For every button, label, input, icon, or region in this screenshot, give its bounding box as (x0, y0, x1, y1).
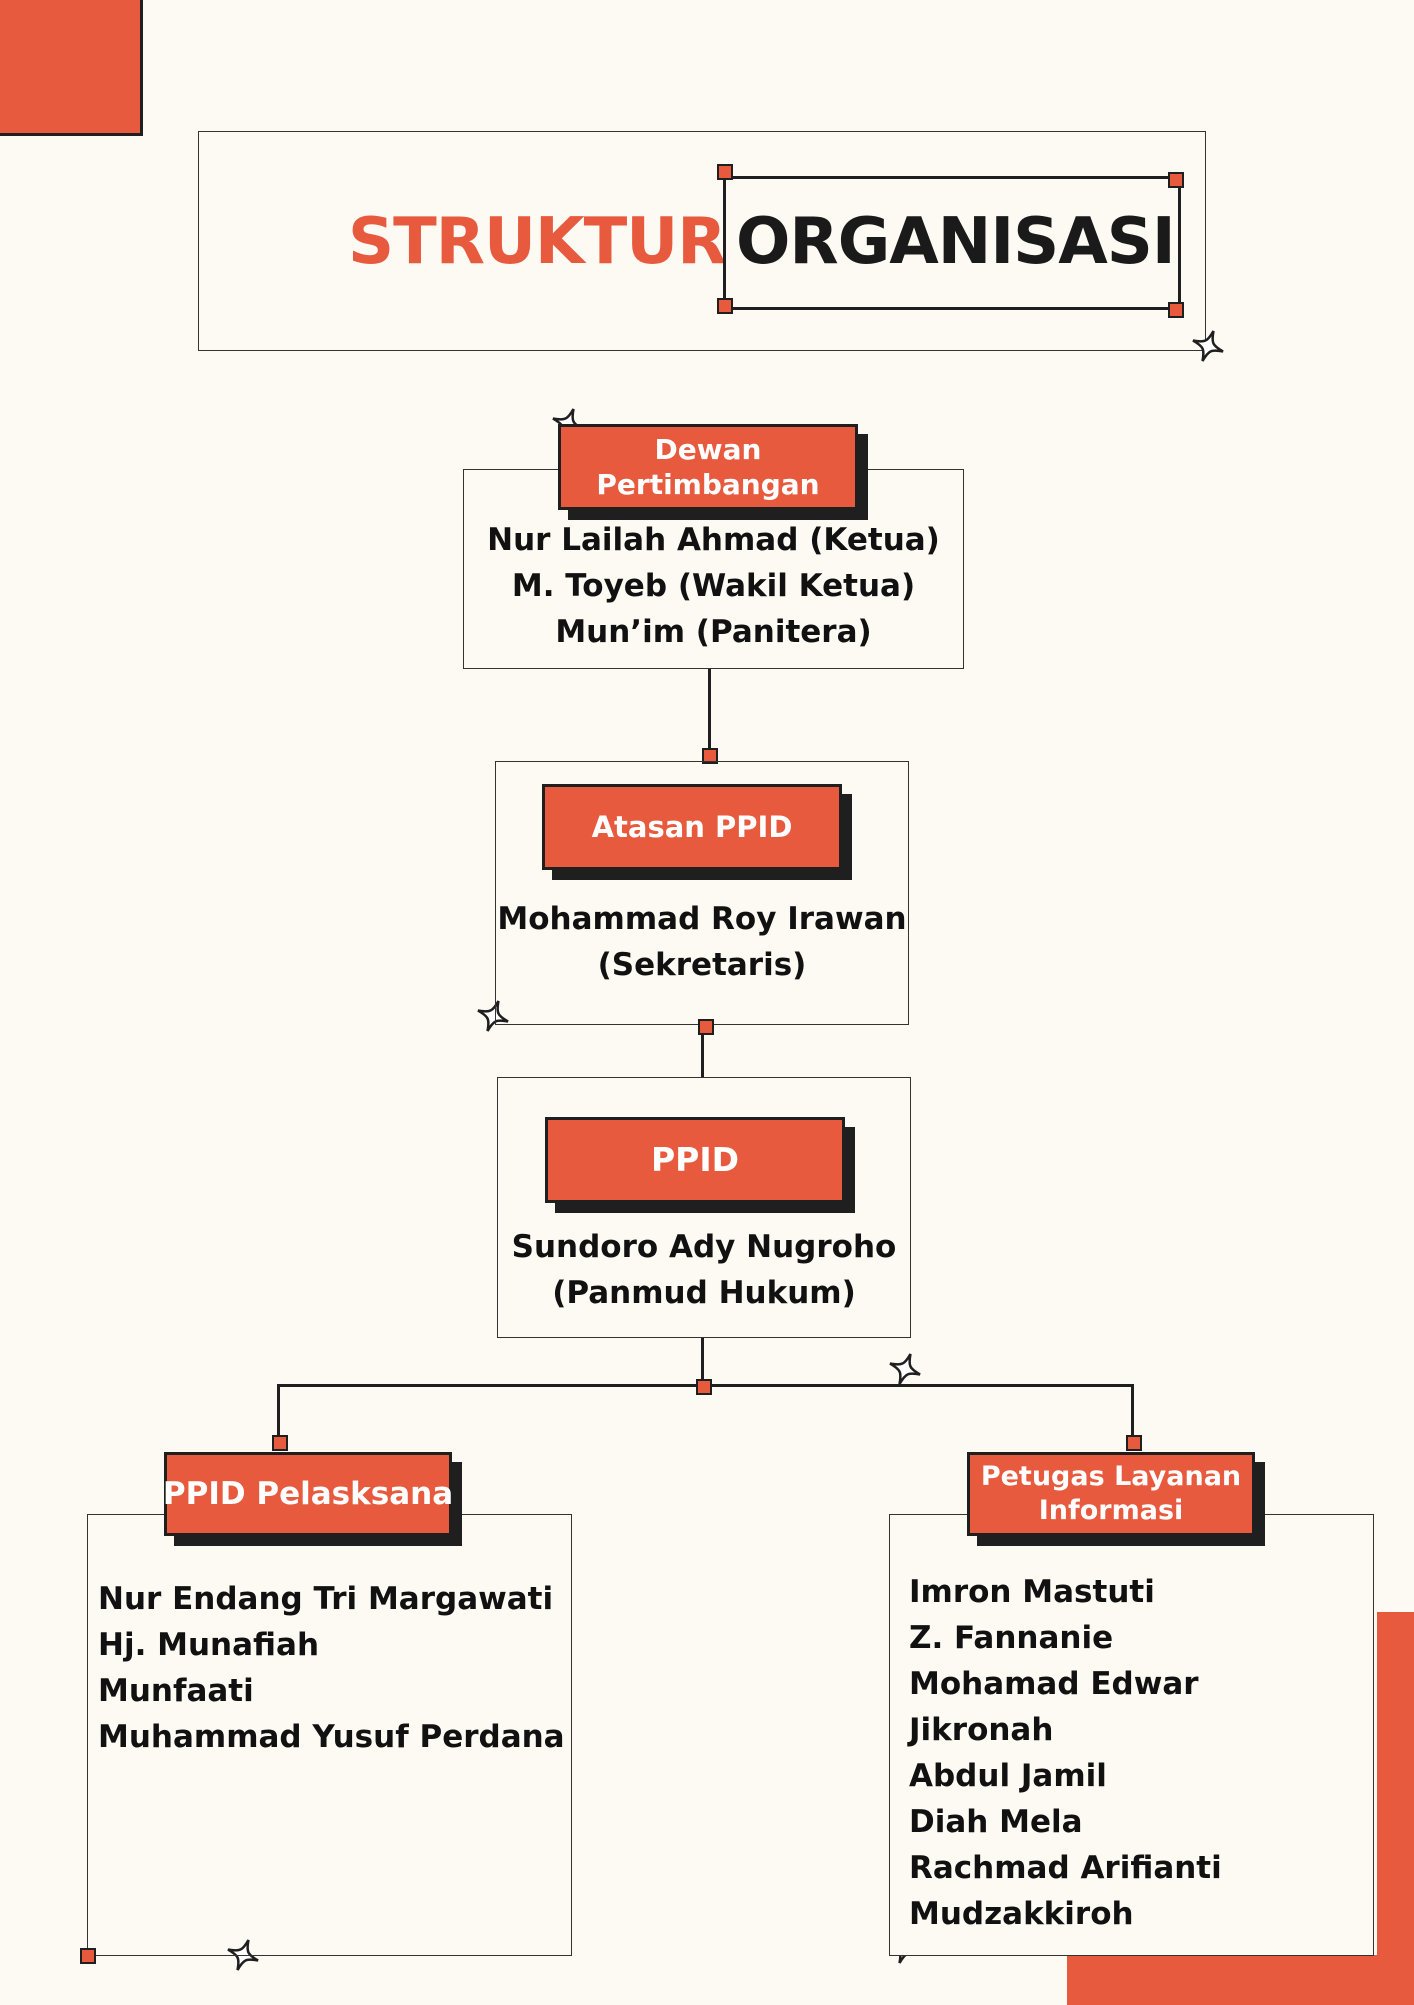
ppid-member: (Panmud Hukum) (552, 1275, 856, 1311)
connector-node (1126, 1435, 1142, 1451)
atasan-label-text: Atasan PPID (591, 809, 793, 844)
dewan-label-line2: Pertimbangan (596, 468, 820, 501)
petugas-box (889, 1514, 1374, 1956)
dewan-member: Mun’im (Panitera) (555, 614, 872, 650)
pelaksana-member: Munfaati (98, 1673, 254, 1709)
title-frame-handle (717, 298, 733, 314)
atasan-label: Atasan PPID (542, 784, 842, 870)
sparkle-icon (477, 1000, 509, 1032)
pelaksana-label-text: PPID Pelasksana (162, 1475, 454, 1512)
dewan-label: Dewan Pertimbangan (558, 424, 858, 510)
connector-line (701, 1338, 704, 1386)
dewan-member: Nur Lailah Ahmad (Ketua) (487, 522, 940, 558)
pelaksana-label: PPID Pelasksana (162, 1452, 454, 1536)
ppid-member-list: Sundoro Ady Nugroho (Panmud Hukum) (497, 1224, 911, 1316)
atasan-member: (Sekretaris) (597, 947, 807, 983)
sparkle-icon (889, 1353, 921, 1385)
petugas-member-list: Imron Mastuti Z. Fannanie Mohamad Edwar … (909, 1569, 1369, 1937)
pelaksana-box-handle (80, 1948, 96, 1964)
petugas-label-line1: Petugas Layanan (980, 1461, 1242, 1493)
petugas-member: Mohamad Edwar (909, 1666, 1199, 1702)
ppid-label-text: PPID (650, 1140, 740, 1180)
title-frame-handle (717, 164, 733, 180)
title-frame-handle (1168, 172, 1184, 188)
ppid-box (497, 1077, 911, 1338)
title-highlight-frame (723, 176, 1181, 310)
connector-node (698, 1019, 714, 1035)
corner-decoration-bottom-right-strip (1067, 1955, 1414, 2005)
dewan-label-line1: Dewan (654, 433, 762, 466)
title-frame (198, 131, 1206, 351)
petugas-member: Rachmad Arifianti (909, 1850, 1222, 1886)
petugas-member: Diah Mela (909, 1804, 1083, 1840)
title-frame-handle (1168, 302, 1184, 318)
petugas-label-line2: Informasi (1038, 1495, 1184, 1526)
corner-decoration-bottom-right (1377, 1612, 1414, 2002)
connector-line (708, 669, 711, 755)
atasan-member-list: Mohammad Roy Irawan (Sekretaris) (495, 896, 909, 988)
atasan-member: Mohammad Roy Irawan (497, 901, 907, 937)
pelaksana-member: Muhammad Yusuf Perdana (98, 1719, 565, 1755)
dewan-member: M. Toyeb (Wakil Ketua) (511, 568, 916, 604)
corner-decoration-top-left (0, 0, 143, 136)
ppid-label: PPID (545, 1117, 845, 1203)
pelaksana-member: Nur Endang Tri Margawati (98, 1581, 554, 1617)
petugas-member: Imron Mastuti (909, 1574, 1155, 1610)
petugas-label: Petugas Layanan Informasi (967, 1452, 1255, 1536)
connector-line (1131, 1384, 1134, 1436)
title-organisasi: ORGANISASI (736, 205, 1176, 279)
petugas-member: Z. Fannanie (909, 1620, 1114, 1656)
petugas-member: Jikronah (909, 1712, 1054, 1748)
connector-line (701, 1033, 704, 1077)
pelaksana-member-list: Nur Endang Tri Margawati Hj. Munafiah Mu… (98, 1576, 568, 1760)
pelaksana-member: Hj. Munafiah (98, 1627, 320, 1663)
sparkle-icon (1192, 330, 1224, 362)
connector-node (272, 1435, 288, 1451)
petugas-member: Abdul Jamil (909, 1758, 1107, 1794)
title-struktur: STRUKTUR (348, 205, 726, 279)
connector-node (702, 748, 718, 764)
dewan-member-list: Nur Lailah Ahmad (Ketua) M. Toyeb (Wakil… (463, 517, 964, 655)
connector-line (277, 1384, 280, 1436)
petugas-member: Mudzakkiroh (909, 1896, 1134, 1932)
ppid-member: Sundoro Ady Nugroho (511, 1229, 897, 1265)
connector-node (696, 1379, 712, 1395)
